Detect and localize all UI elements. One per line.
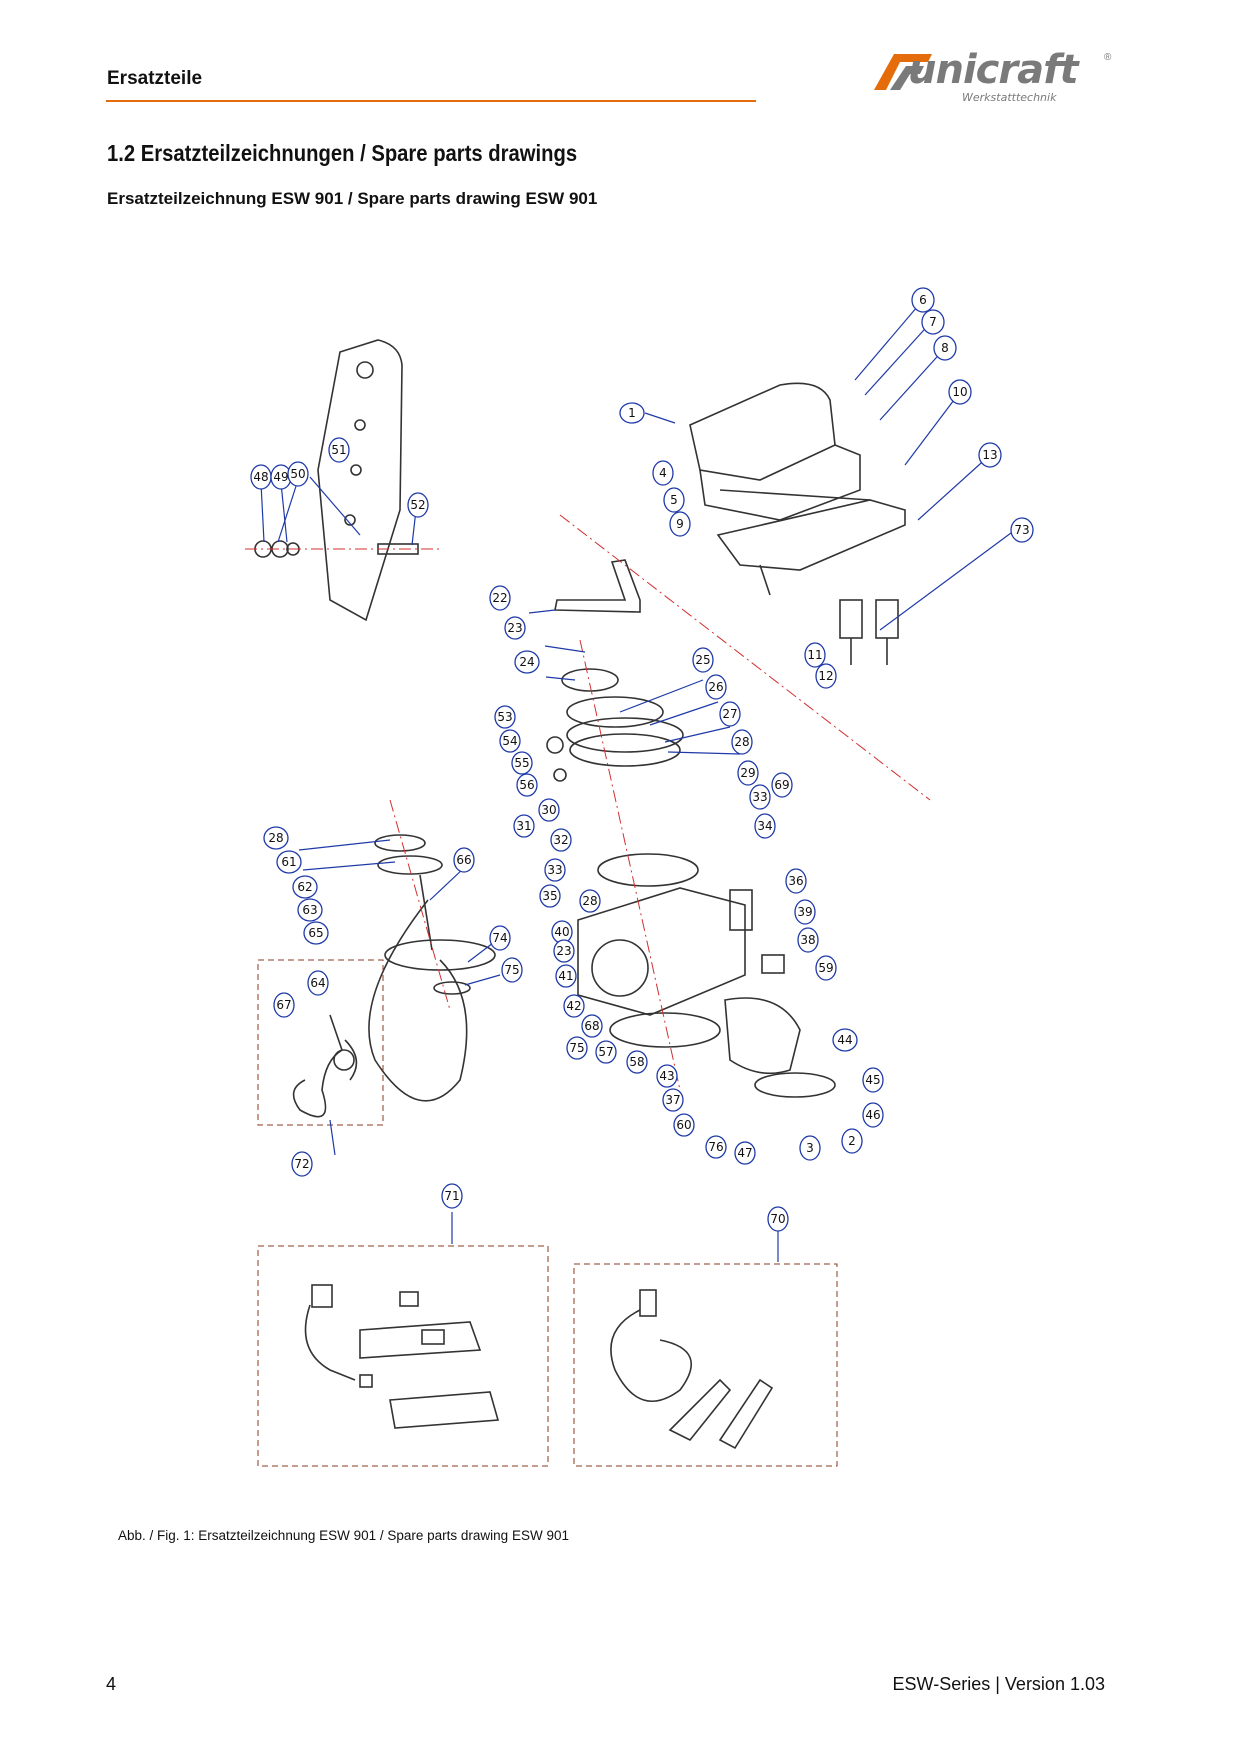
callout-label: 56 <box>519 778 534 792</box>
figure-caption: Abb. / Fig. 1: Ersatzteilzeichnung ESW 9… <box>118 1528 569 1543</box>
callout-label: 23 <box>556 944 571 958</box>
callout-label: 55 <box>514 756 529 770</box>
callout-label: 26 <box>708 680 723 694</box>
callout-label: 13 <box>982 448 997 462</box>
logo-registered-mark: ® <box>1104 52 1112 63</box>
callout-label: 25 <box>695 653 710 667</box>
footer-version: ESW-Series | Version 1.03 <box>892 1674 1105 1694</box>
callout-label: 34 <box>757 819 772 833</box>
header-divider <box>106 100 756 102</box>
callout-label: 5 <box>670 493 678 507</box>
callout-label: 73 <box>1014 523 1029 537</box>
callout-label: 33 <box>547 863 562 877</box>
callout-label: 29 <box>740 766 755 780</box>
callout-label: 7 <box>929 315 937 329</box>
callout-label: 67 <box>276 998 291 1012</box>
brand-logo: unicraft ® Werkstatttechnik <box>872 46 1122 108</box>
callout-label: 3 <box>806 1141 814 1155</box>
callout-label: 37 <box>665 1093 680 1107</box>
callout-label: 6 <box>919 293 927 307</box>
callout-label: 53 <box>497 710 512 724</box>
callout-label: 35 <box>542 889 557 903</box>
callout-label: 69 <box>774 778 789 792</box>
callout-label: 58 <box>629 1055 644 1069</box>
callout-label: 32 <box>553 833 568 847</box>
callout-label: 68 <box>584 1019 599 1033</box>
callout-label: 36 <box>788 874 803 888</box>
callout-label: 65 <box>308 926 323 940</box>
callout-label: 74 <box>492 931 507 945</box>
callout-label: 8 <box>941 341 949 355</box>
callout-label: 49 <box>273 470 288 484</box>
callout-label: 48 <box>253 470 268 484</box>
callout-label: 11 <box>807 648 822 662</box>
callout-label: 31 <box>516 819 531 833</box>
callout-label: 33 <box>752 790 767 804</box>
page-number: 4 <box>106 1674 117 1694</box>
callout-label: 50 <box>290 467 305 481</box>
callout-label: 46 <box>865 1108 880 1122</box>
callout-label: 24 <box>519 655 534 669</box>
callout-label: 59 <box>818 961 833 975</box>
callout-label: 71 <box>444 1189 459 1203</box>
callout-label: 47 <box>737 1146 752 1160</box>
callout-label: 40 <box>554 925 569 939</box>
callout-label: 60 <box>676 1118 691 1132</box>
callout-label: 70 <box>770 1212 785 1226</box>
callout-label: 28 <box>268 831 283 845</box>
logo-mark-icon <box>874 54 932 90</box>
callout-label: 28 <box>734 735 749 749</box>
callout-label: 75 <box>504 963 519 977</box>
callout-label: 45 <box>865 1073 880 1087</box>
callout-label: 39 <box>797 905 812 919</box>
callout-label: 66 <box>456 853 471 867</box>
callout-label: 76 <box>708 1140 723 1154</box>
callout-label: 38 <box>800 933 815 947</box>
logo-wordmark: unicraft <box>908 47 1079 93</box>
callout-label: 57 <box>598 1045 613 1059</box>
callout-label: 27 <box>722 707 737 721</box>
callout-label: 61 <box>281 855 296 869</box>
drawing-subheading: Ersatzteilzeichnung ESW 901 / Spare part… <box>107 189 598 208</box>
callout-label: 30 <box>541 803 556 817</box>
callout-label: 22 <box>492 591 507 605</box>
callout-label: 41 <box>558 969 573 983</box>
callout-label: 4 <box>659 466 667 480</box>
header-title: Ersatzteile <box>107 68 203 89</box>
callout-label: 72 <box>294 1157 309 1171</box>
callout-label: 44 <box>837 1033 852 1047</box>
callout-label: 28 <box>582 894 597 908</box>
callout-label: 52 <box>410 498 425 512</box>
callout-label: 12 <box>818 669 833 683</box>
callout-label: 51 <box>331 443 346 457</box>
callout-label: 62 <box>297 880 312 894</box>
logo-subtitle: Werkstatttechnik <box>962 91 1057 104</box>
callout-label: 23 <box>507 621 522 635</box>
callout-label: 42 <box>566 999 581 1013</box>
callout-label: 75 <box>569 1041 584 1055</box>
callout-label: 43 <box>659 1069 674 1083</box>
callout-label: 2 <box>848 1134 856 1148</box>
callout-label: 63 <box>302 903 317 917</box>
callout-label: 10 <box>952 385 967 399</box>
callout-label: 1 <box>628 406 636 420</box>
callout-label: 9 <box>676 517 684 531</box>
section-heading: 1.2 Ersatzteilzeichnungen / Spare parts … <box>107 140 578 166</box>
callout-label: 64 <box>310 976 325 990</box>
callout-label: 54 <box>502 734 517 748</box>
